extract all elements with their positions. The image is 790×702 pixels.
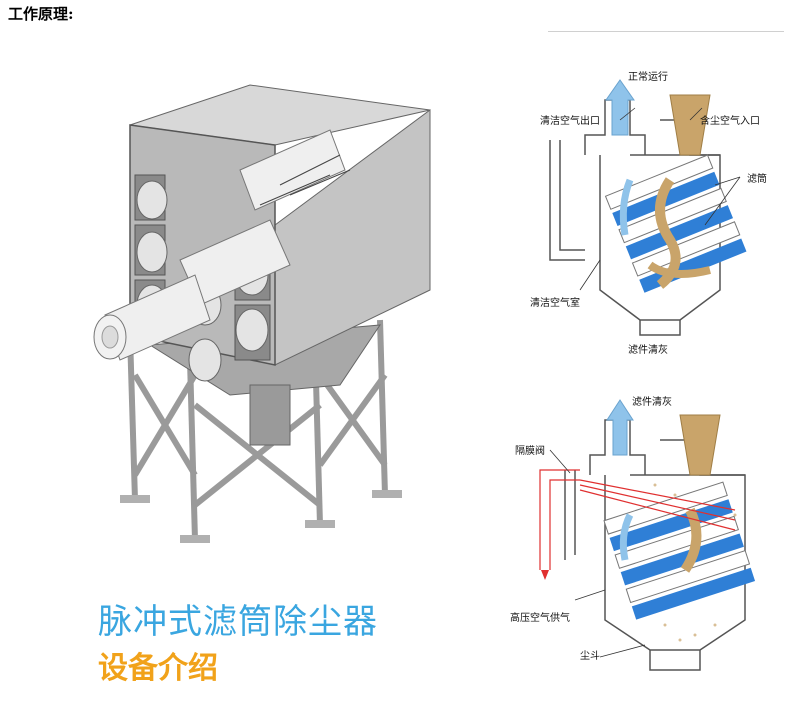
product-subtitle: 设备介绍 xyxy=(98,651,218,686)
label-hopper: 尘斗 xyxy=(580,651,600,662)
label-clean-air-chamber: 清洁空气室 xyxy=(530,298,580,309)
filter-cleaning-diagram: 滤件清灰 隔膜阀 高压空气供气 尘斗 xyxy=(505,385,790,700)
label-high-pressure-air: 高压空气供气 xyxy=(510,613,570,624)
label-filter-cartridge: 滤筒 xyxy=(747,174,767,185)
normal-operation-schematic xyxy=(549,79,747,336)
label-diaphragm-valve: 隔膜阀 xyxy=(515,446,545,457)
filter-cleaning-schematic xyxy=(539,399,756,671)
label-footer: 滤件清灰 xyxy=(628,345,668,356)
divider xyxy=(548,31,784,32)
label-dusty-air-inlet: 含尘空气入口 xyxy=(700,116,760,127)
dust-collector-illustration xyxy=(93,84,431,543)
page-heading: 工作原理: xyxy=(8,5,74,23)
diagram-title: 滤件清灰 xyxy=(632,397,672,408)
diagram-title: 正常运行 xyxy=(628,72,668,83)
product-title: 脉冲式滤筒除尘器 xyxy=(98,602,378,642)
label-clean-air-outlet: 清洁空气出口 xyxy=(540,116,600,127)
normal-operation-diagram: 正常运行 清洁空气出口 含尘空气入口 滤筒 清洁空气室 滤件清灰 xyxy=(520,60,790,360)
